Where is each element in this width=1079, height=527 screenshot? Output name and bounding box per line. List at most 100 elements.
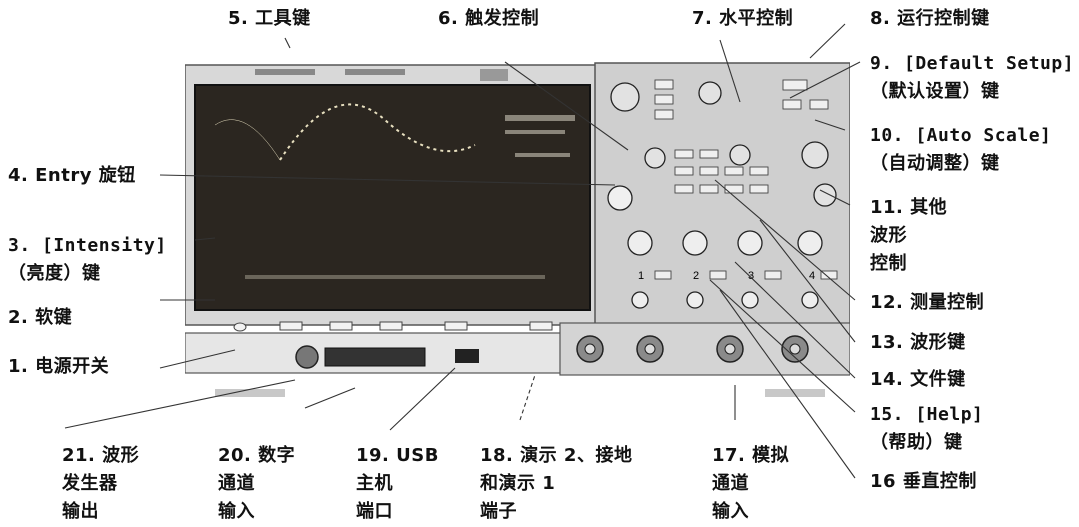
label-intensity: 3. [Intensity] xyxy=(8,235,167,256)
panel-key-i xyxy=(749,166,769,176)
entry-knob xyxy=(607,185,633,211)
model-mark xyxy=(345,69,405,75)
channel1-key xyxy=(654,270,672,280)
waveform-trace-faint xyxy=(214,119,281,161)
channel3-scale-knob xyxy=(737,230,763,256)
label-demo-1: 18. 演示 2、接地 xyxy=(480,445,633,466)
panel-key-b xyxy=(654,94,674,105)
label-usb-3: 端口 xyxy=(356,501,393,522)
leader-8 xyxy=(809,23,846,59)
label-usb-2: 主机 xyxy=(356,473,393,494)
usb-host-port xyxy=(455,349,479,363)
other-waveform-knob xyxy=(813,183,837,207)
intensity-key xyxy=(233,322,247,332)
measure-knob xyxy=(729,144,751,166)
panel-key-a xyxy=(654,79,674,90)
label-other-waveform-2: 波形 xyxy=(870,225,907,246)
channel-number-2: 2 xyxy=(693,270,699,282)
default-setup-key xyxy=(782,99,802,110)
label-default-setup-cn: （默认设置）键 xyxy=(870,81,1000,102)
panel-key-c xyxy=(654,109,674,120)
panel-key-e xyxy=(699,149,719,159)
label-wavegen-1: 21. 波形 xyxy=(62,445,140,466)
label-default-setup: 9. [Default Setup] xyxy=(870,53,1075,74)
channel2-key xyxy=(709,270,727,280)
label-other-waveform-1: 11. 其他 xyxy=(870,197,948,218)
screen-readout-1 xyxy=(505,115,575,121)
channel3-offset-knob xyxy=(741,291,759,309)
label-analog-2: 通道 xyxy=(712,473,749,494)
bnc-center-3 xyxy=(724,343,736,355)
label-file-keys: 14. 文件键 xyxy=(870,369,966,390)
label-analog-3: 输入 xyxy=(712,501,749,522)
bandwidth-mark xyxy=(480,69,508,81)
label-digital-2: 通道 xyxy=(218,473,255,494)
trigger-level-knob xyxy=(644,147,666,169)
label-waveform-keys: 13. 波形键 xyxy=(870,332,966,353)
label-wavegen-2: 发生器 xyxy=(62,473,118,494)
oscilloscope-illustration: 1 2 3 4 xyxy=(185,62,850,397)
channel3-key xyxy=(764,270,782,280)
foot-left xyxy=(215,389,285,397)
panel-key-h xyxy=(724,166,744,176)
channel1-offset-knob xyxy=(631,291,649,309)
label-run-control-keys: 8. 运行控制键 xyxy=(870,8,990,29)
label-demo-3: 端子 xyxy=(480,501,517,522)
panel-key-l xyxy=(724,184,744,194)
channel1-scale-knob xyxy=(627,230,653,256)
channel-number-4: 4 xyxy=(809,270,815,282)
run-stop-key xyxy=(782,79,808,91)
label-other-waveform-3: 控制 xyxy=(870,253,907,274)
panel-key-j xyxy=(674,184,694,194)
waveform-knob xyxy=(801,141,829,169)
channel-number-1: 1 xyxy=(638,270,644,282)
channel4-offset-knob xyxy=(801,291,819,309)
softkey-2 xyxy=(329,321,353,331)
panel-key-m xyxy=(749,184,769,194)
digital-channel-input xyxy=(324,347,426,367)
softkey-1 xyxy=(279,321,303,331)
bnc-center-1 xyxy=(584,343,596,355)
screen-readout-2 xyxy=(505,130,565,134)
label-tool-keys: 5. 工具键 xyxy=(228,8,311,29)
label-softkeys: 2. 软键 xyxy=(8,307,73,328)
channel2-offset-knob xyxy=(686,291,704,309)
brand-mark xyxy=(255,69,315,75)
label-help: 15. [Help] xyxy=(870,404,984,425)
channel-number-3: 3 xyxy=(748,270,754,282)
panel-key-k xyxy=(699,184,719,194)
channel2-scale-knob xyxy=(682,230,708,256)
softkey-4 xyxy=(444,321,468,331)
label-power-switch: 1. 电源开关 xyxy=(8,356,110,377)
bnc-center-2 xyxy=(644,343,656,355)
horizontal-knob-large xyxy=(610,82,640,112)
label-analog-1: 17. 模拟 xyxy=(712,445,790,466)
label-horizontal-controls: 7. 水平控制 xyxy=(692,8,794,29)
panel-key-f xyxy=(674,166,694,176)
label-auto-scale-cn: （自动调整）键 xyxy=(870,153,1000,174)
panel-key-g xyxy=(699,166,719,176)
auto-scale-key xyxy=(809,99,829,110)
label-trigger-controls: 6. 触发控制 xyxy=(438,8,540,29)
label-intensity-cn: （亮度）键 xyxy=(8,263,101,284)
label-measure-controls: 12. 测量控制 xyxy=(870,292,985,313)
softkey-labels xyxy=(245,275,545,279)
trigger-knob xyxy=(698,81,722,105)
label-usb-1: 19. USB xyxy=(356,445,439,466)
softkey-5 xyxy=(529,321,553,331)
softkey-3 xyxy=(379,321,403,331)
label-digital-1: 20. 数字 xyxy=(218,445,296,466)
channel4-key xyxy=(820,270,838,280)
label-wavegen-3: 输出 xyxy=(62,501,99,522)
label-vertical-controls: 16 垂直控制 xyxy=(870,471,977,492)
label-entry-knob: 4. Entry 旋钮 xyxy=(8,165,136,186)
waveform-generator-output-connector xyxy=(295,345,319,369)
label-demo-2: 和演示 1 xyxy=(480,473,556,494)
bnc-center-4 xyxy=(789,343,801,355)
label-help-cn: （帮助）键 xyxy=(870,432,963,453)
label-digital-3: 输入 xyxy=(218,501,255,522)
label-auto-scale: 10. [Auto Scale] xyxy=(870,125,1052,146)
panel-key-d xyxy=(674,149,694,159)
channel4-scale-knob xyxy=(797,230,823,256)
leader-5 xyxy=(284,37,291,49)
